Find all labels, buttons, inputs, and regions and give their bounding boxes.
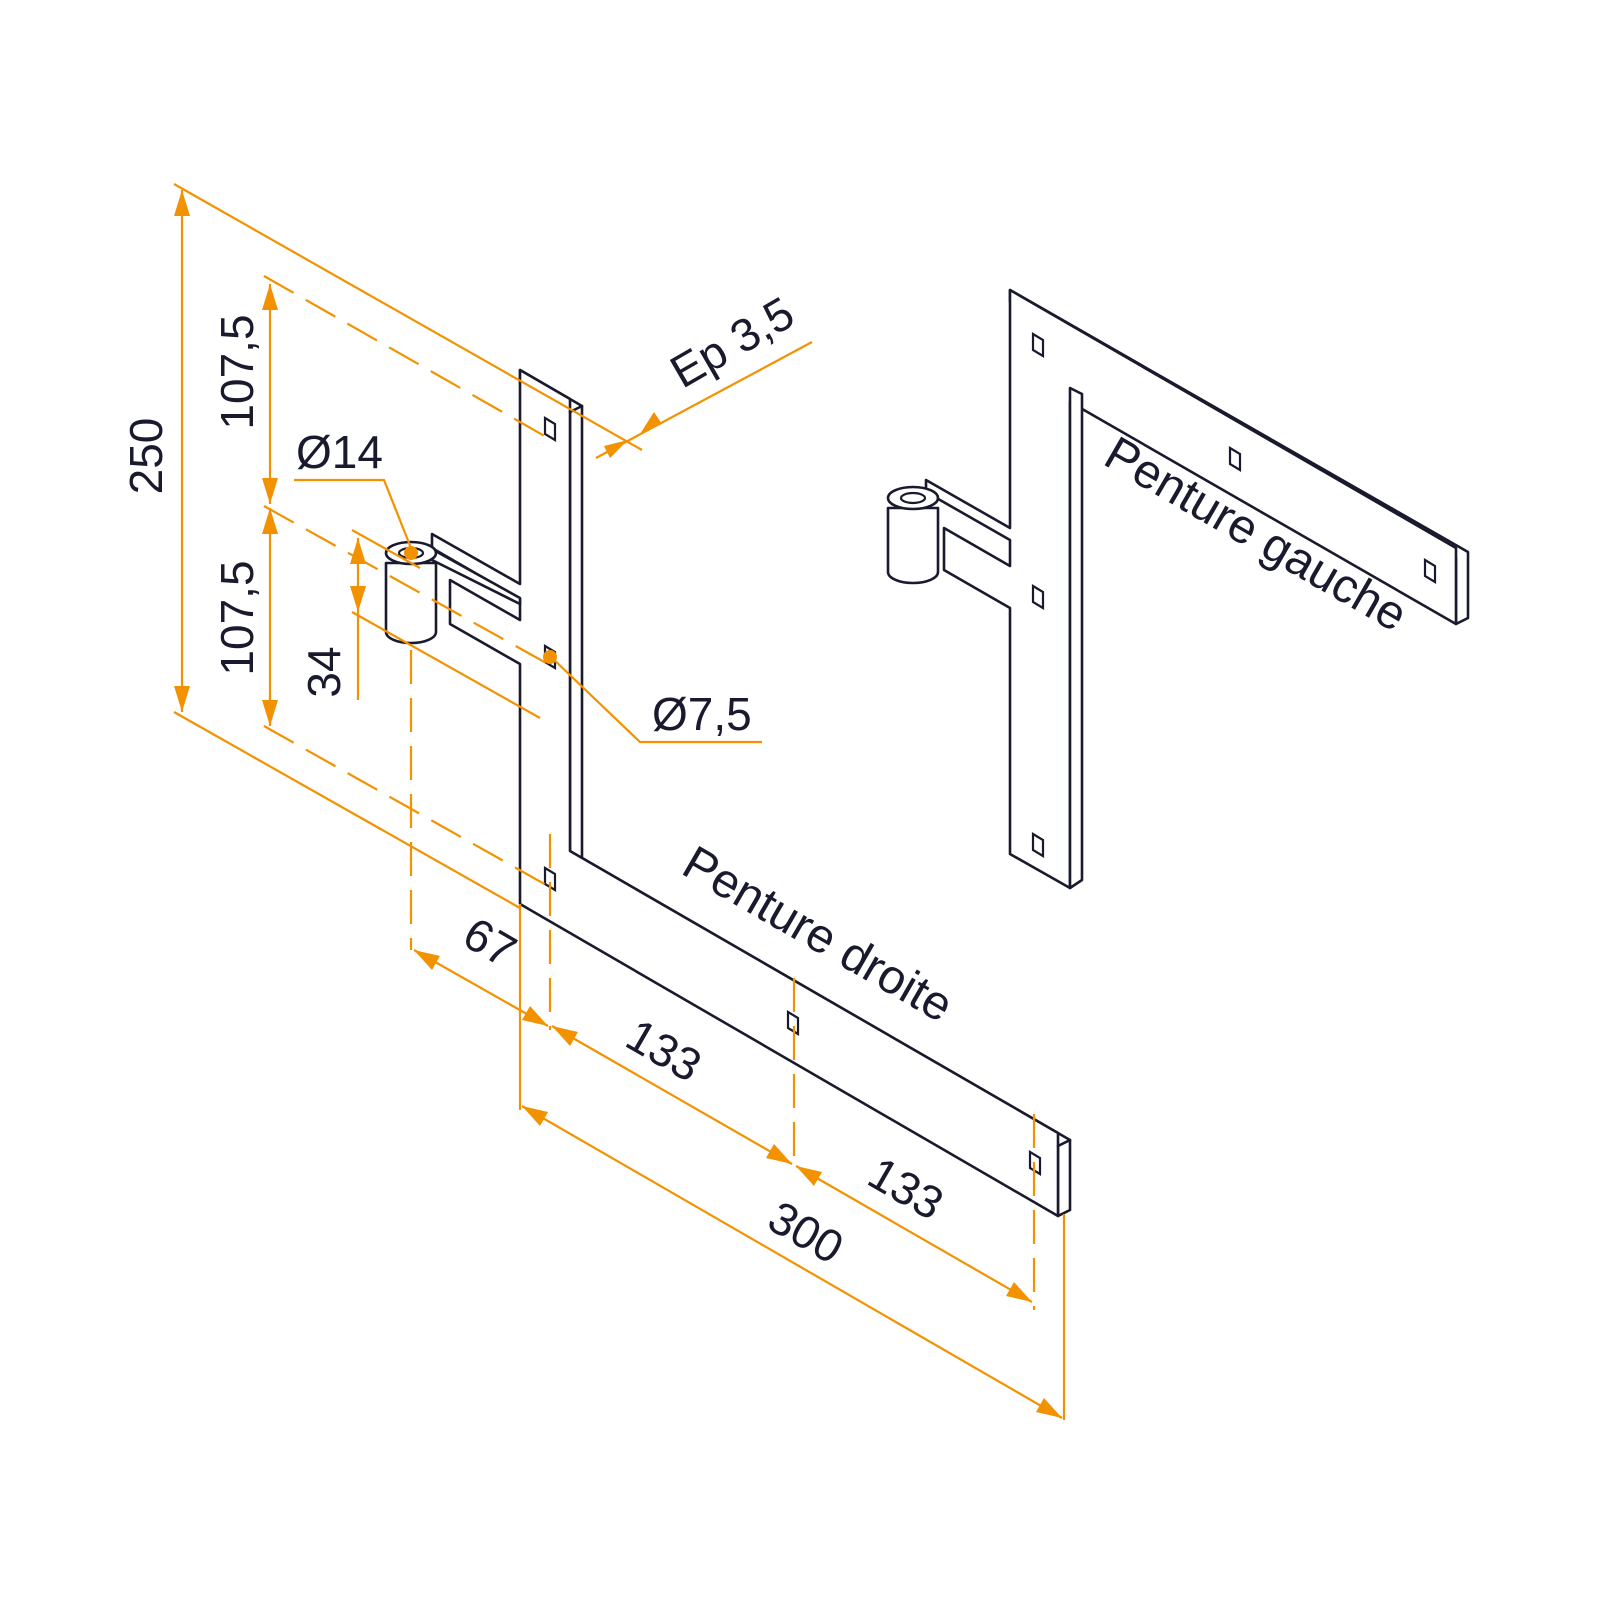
ext-250-bottom (173, 711, 521, 909)
hinge-right-front-face (430, 368, 1060, 1218)
label-d14: Ø14 (296, 426, 383, 478)
hole-1 (1031, 332, 1045, 358)
dimensions (173, 183, 1066, 1420)
label-133-b: 133 (860, 1146, 952, 1229)
hole-5 (1031, 832, 1045, 858)
hinge-left (886, 288, 1470, 890)
label-34: 34 (298, 646, 350, 697)
label-300: 300 (760, 1190, 852, 1273)
hinge-left-holes (1031, 332, 1437, 858)
dim-ep-line (595, 341, 813, 459)
label-133-a: 133 (618, 1008, 710, 1091)
hole-3 (543, 866, 557, 892)
label-ep: Ep 3,5 (661, 286, 802, 398)
hole-3 (1423, 558, 1437, 584)
ext-1075-mid (263, 505, 549, 665)
hinge-left-inner-edge (1068, 386, 1084, 890)
label-d75: Ø7,5 (652, 688, 752, 740)
hole-1 (543, 416, 557, 442)
hole-2 (1228, 446, 1242, 472)
label-1075-lower: 107,5 (211, 560, 263, 675)
hinge-left-knuckle (886, 485, 940, 585)
label-67: 67 (455, 907, 525, 978)
hole-4 (1031, 584, 1045, 610)
leader-d14 (294, 478, 413, 549)
ext-1075-bottom (263, 725, 549, 887)
label-250: 250 (120, 418, 172, 495)
ext-1075-top (263, 275, 549, 439)
hinge-right (384, 368, 1072, 1218)
label-1075-upper: 107,5 (211, 314, 263, 429)
hole-4 (786, 1010, 800, 1036)
ext-250-top (173, 183, 643, 451)
hinge-left-front-face (924, 288, 1458, 890)
leader-d75 (549, 655, 762, 744)
